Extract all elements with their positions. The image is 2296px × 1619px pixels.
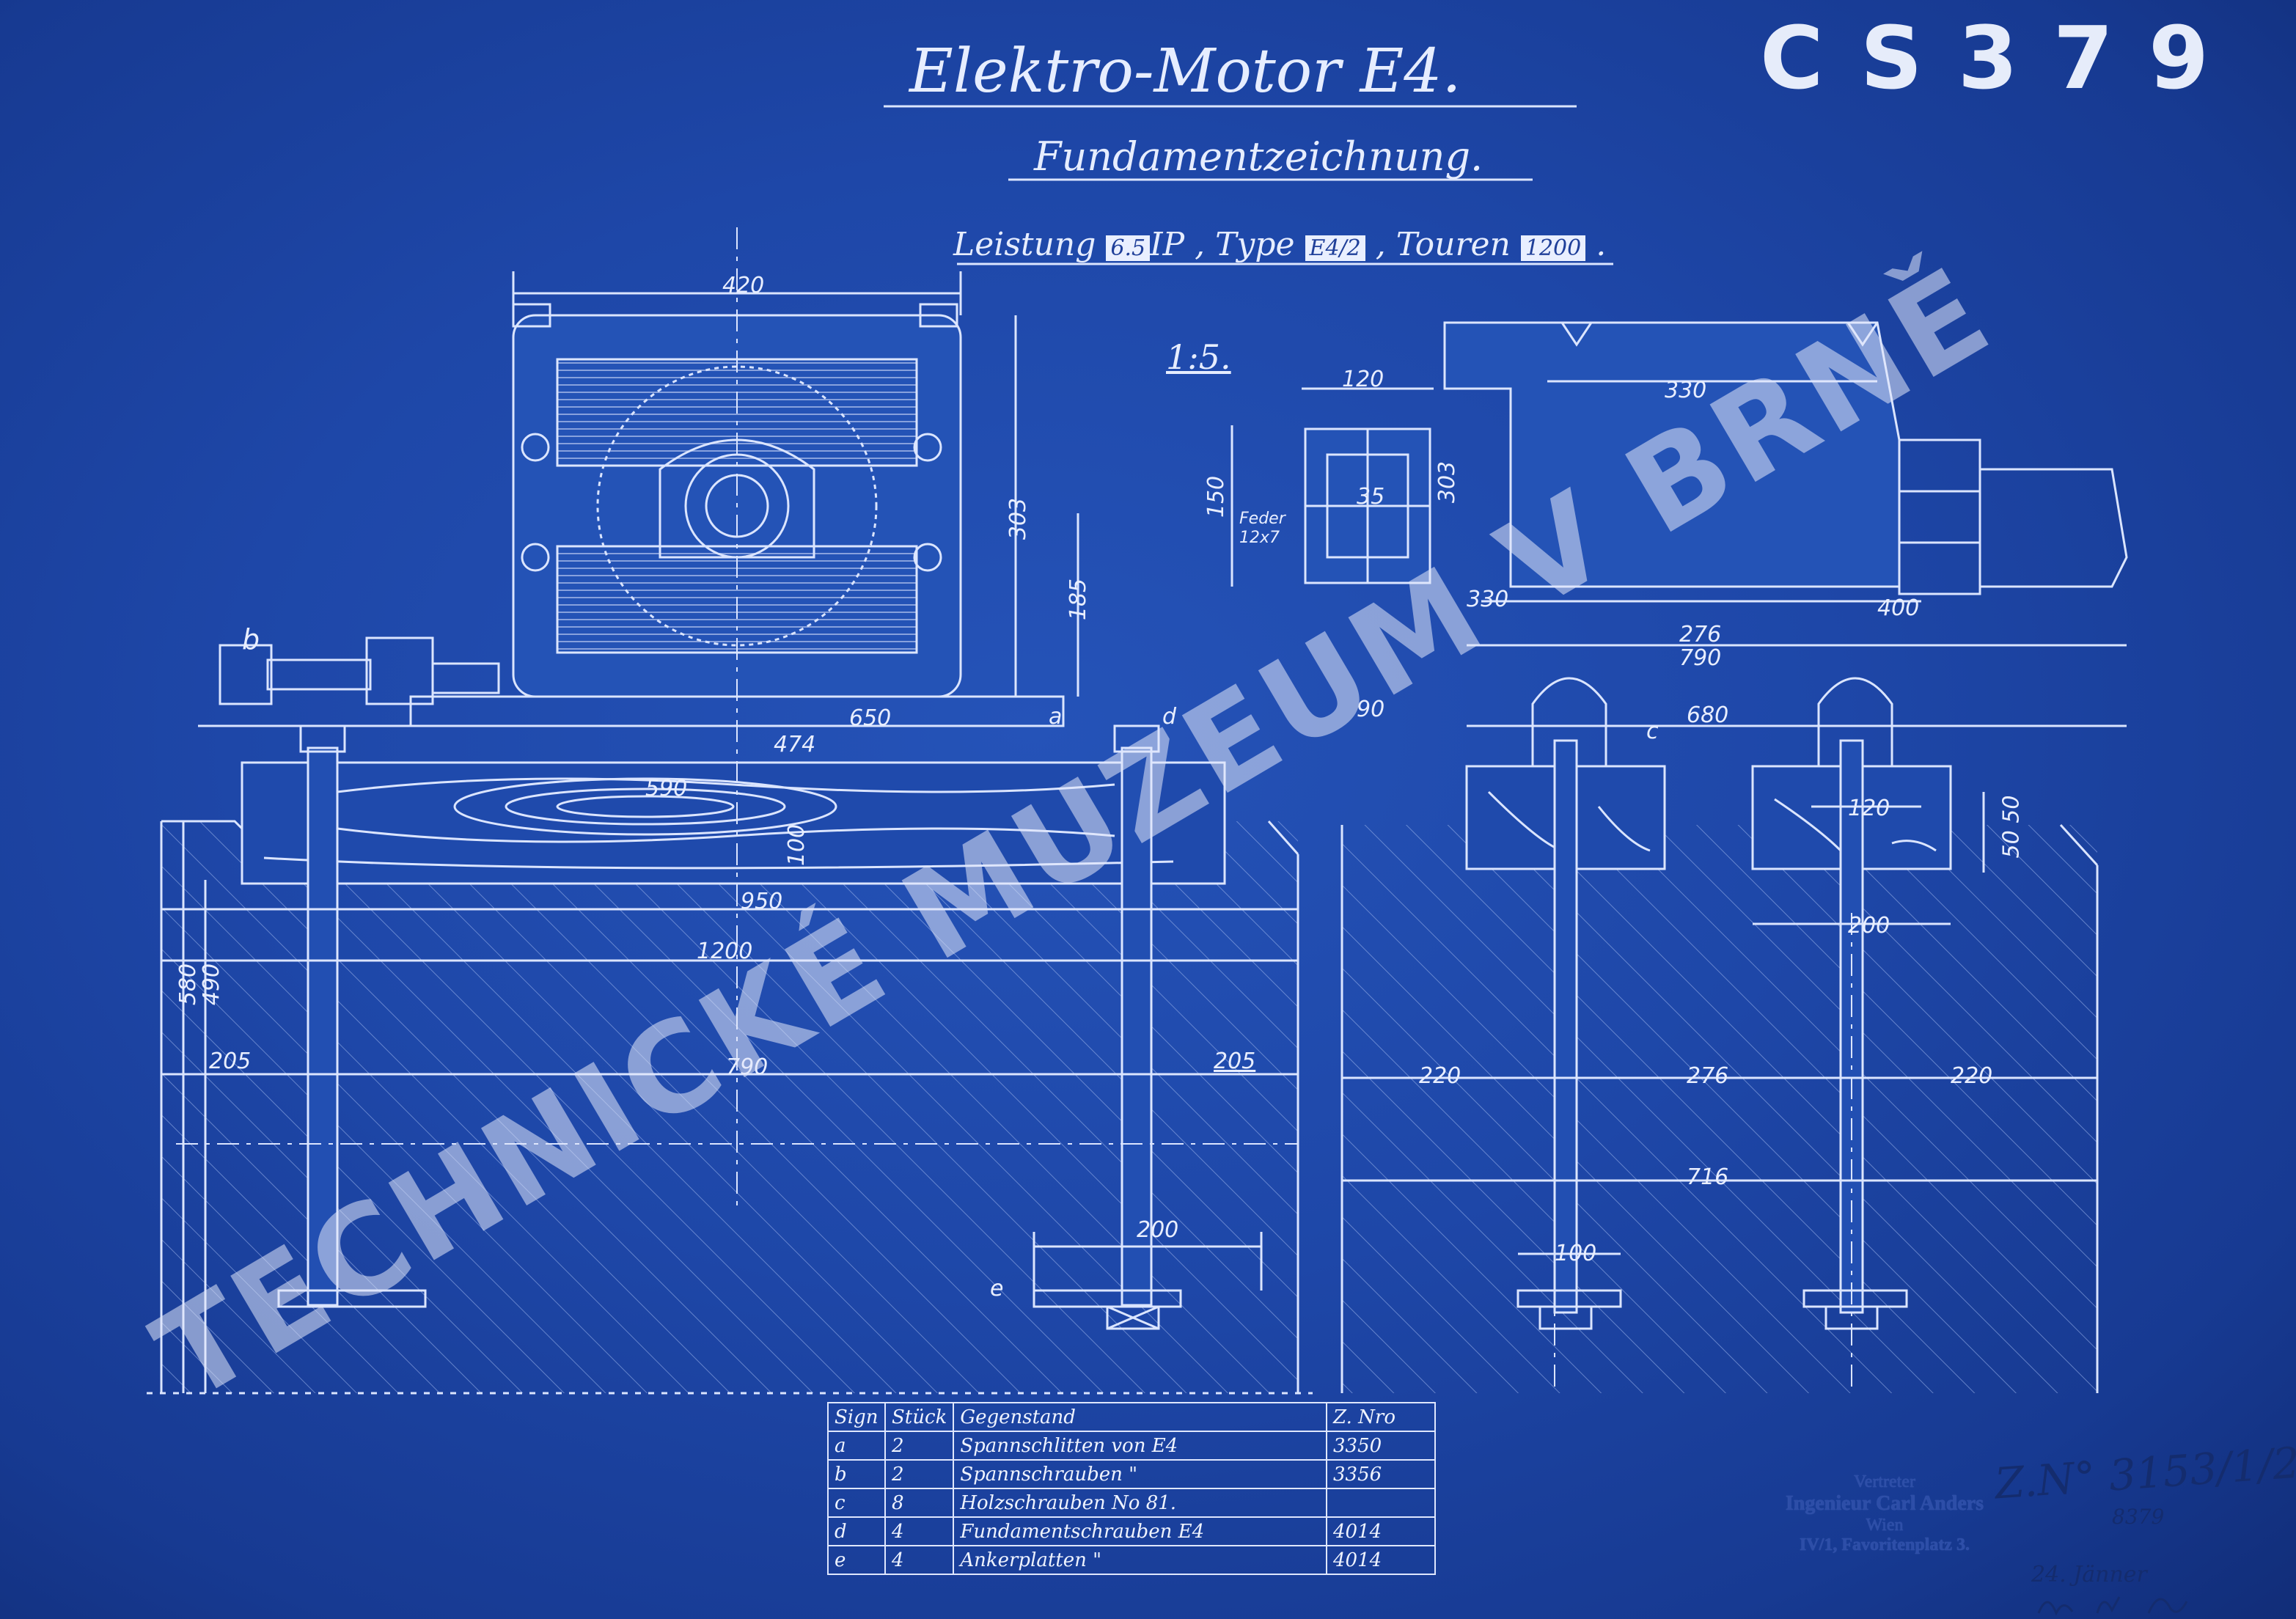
- dim-400-top: 400: [1877, 595, 1920, 621]
- type-value: E4/2: [1305, 235, 1365, 261]
- dim-1200: 1200: [697, 939, 753, 964]
- cell-number: 3356: [1326, 1459, 1436, 1489]
- col-item: Gegenstand: [953, 1402, 1327, 1432]
- dim-220-left: 220: [1419, 1063, 1461, 1089]
- dim-680: 680: [1687, 702, 1729, 728]
- rpm-value: 1200: [1520, 235, 1586, 261]
- dim-120-right: 120: [1848, 796, 1890, 821]
- dim-950: 950: [741, 889, 783, 914]
- dim-330-top: 330: [1665, 378, 1707, 403]
- dim-276-bottom: 276: [1687, 1063, 1729, 1089]
- dim-100-bottom: 100: [1555, 1241, 1597, 1266]
- cell-item: Ankerplatten ": [953, 1545, 1327, 1575]
- mark-e: e: [990, 1276, 1004, 1302]
- table-row: a 2 Spannschlitten von E4 3350: [827, 1431, 1436, 1461]
- dim-330-mid: 330: [1467, 587, 1509, 612]
- dim-276-top: 276: [1679, 622, 1722, 647]
- drawing-subtitle: Fundamentzeichnung.: [1034, 133, 1483, 180]
- table-row: d 4 Fundamentschrauben E4 4014: [827, 1516, 1436, 1546]
- dim-120-top: 120: [1342, 367, 1384, 392]
- dim-220-right: 220: [1951, 1063, 1993, 1089]
- dim-205-right: 205: [1214, 1049, 1256, 1074]
- cell-count: 2: [884, 1431, 955, 1461]
- mark-a: a: [1049, 704, 1063, 730]
- rpm-label: Touren: [1395, 226, 1511, 263]
- dim-420: 420: [722, 273, 765, 298]
- power-unit: IP: [1150, 226, 1185, 263]
- cell-number: 3350: [1326, 1431, 1436, 1461]
- drawing-title: Elektro-Motor E4.: [909, 37, 1461, 106]
- dim-200-left: 200: [1137, 1217, 1179, 1243]
- parts-table-header: Sign Stück Gegenstand Z. Nro: [827, 1402, 1436, 1432]
- scale-label: 1:5.: [1166, 337, 1231, 377]
- cell-sign: e: [827, 1545, 886, 1575]
- mark-d: d: [1162, 704, 1177, 730]
- dim-200-right: 200: [1848, 913, 1890, 939]
- table-row: e 4 Ankerplatten " 4014: [827, 1545, 1436, 1575]
- dim-716: 716: [1687, 1164, 1729, 1190]
- feder-label: Feder 12x7: [1239, 510, 1285, 547]
- cell-number: [1326, 1488, 1436, 1518]
- dealer-stamp: Vertreter Ingenieur Carl Anders Wien IV/…: [1753, 1472, 2017, 1555]
- mark-b: b: [242, 623, 260, 656]
- col-sign: Sign: [827, 1402, 886, 1432]
- cell-count: 2: [884, 1459, 955, 1489]
- power-label: Leistung: [953, 226, 1096, 263]
- power-value: 6.5: [1106, 235, 1151, 261]
- dim-90: 90: [1357, 697, 1385, 722]
- table-row: c 8 Holzschrauben No 81.: [827, 1488, 1436, 1518]
- dim-790-top: 790: [1679, 645, 1722, 671]
- cell-number: 4014: [1326, 1545, 1436, 1575]
- cell-item: Spannschlitten von E4: [953, 1431, 1327, 1461]
- dim-590: 590: [645, 776, 688, 801]
- cell-number: 4014: [1326, 1516, 1436, 1546]
- cell-item: Spannschrauben ": [953, 1459, 1327, 1489]
- cell-count: 4: [884, 1545, 955, 1575]
- type-label: Type: [1215, 226, 1295, 263]
- cell-sign: d: [827, 1516, 886, 1546]
- col-count: Stück: [884, 1402, 955, 1432]
- cell-item: Holzschrauben No 81.: [953, 1488, 1327, 1518]
- cell-sign: a: [827, 1431, 886, 1461]
- dim-474: 474: [774, 732, 816, 757]
- stamp-line-1: Vertreter: [1854, 1472, 1915, 1491]
- handwritten-date: 24. Jänner: [2031, 1562, 2147, 1587]
- mark-c: c: [1646, 719, 1659, 744]
- cell-count: 8: [884, 1488, 955, 1518]
- stamp-line-4: IV/1, Favoritenplatz 3.: [1800, 1535, 1970, 1554]
- cell-item: Fundamentschrauben E4: [953, 1516, 1327, 1546]
- table-row: b 2 Spannschrauben " 3356: [827, 1459, 1436, 1489]
- cell-sign: b: [827, 1459, 886, 1489]
- dim-790-left: 790: [726, 1054, 769, 1080]
- dim-205-left: 205: [209, 1049, 252, 1074]
- dim-650: 650: [849, 705, 892, 731]
- stamp-line-2: Ingenieur Carl Anders: [1785, 1492, 1984, 1515]
- col-number: Z. Nro: [1326, 1402, 1436, 1432]
- cell-count: 4: [884, 1516, 955, 1546]
- stamp-line-3: Wien: [1866, 1516, 1904, 1535]
- dim-35: 35: [1357, 484, 1385, 510]
- parts-list-table: Sign Stück Gegenstand Z. Nro a 2 Spannsc…: [827, 1402, 1436, 1575]
- handwritten-number: 8379: [2112, 1505, 2165, 1529]
- archive-stencil-code: CS379: [1760, 7, 2245, 109]
- cell-sign: c: [827, 1488, 886, 1518]
